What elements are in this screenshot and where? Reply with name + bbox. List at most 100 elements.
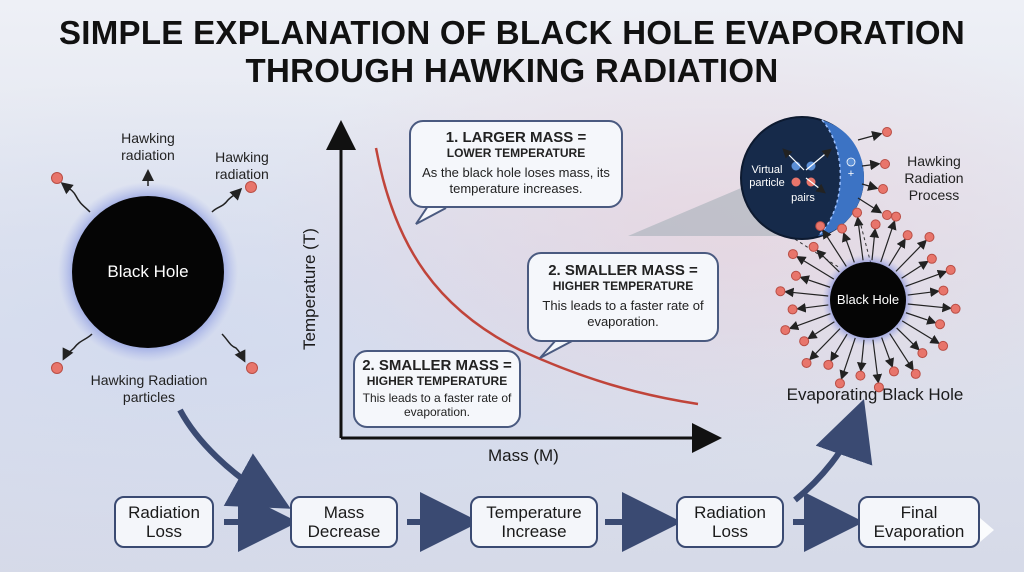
particle (823, 359, 834, 370)
callout-1-tail (415, 205, 447, 225)
callout-heading: 2. SMALLER MASS = (362, 357, 512, 374)
inset-virtual-label: Virtual particle (744, 164, 790, 190)
inset-pairs-label: pairs (791, 192, 815, 204)
title-line-2: THROUGH HAWKING RADIATION (245, 52, 779, 89)
evaporation-ray (880, 220, 897, 263)
particle (787, 304, 798, 315)
evaporation-ray (830, 333, 848, 362)
evaporation-ray (905, 312, 937, 325)
evaporation-ray (901, 320, 941, 345)
particle (787, 249, 798, 260)
emission-arrow (62, 333, 93, 361)
particle (837, 223, 848, 234)
callout-subheading: HIGHER TEMPERATURE (552, 279, 694, 293)
flow-step-label: Final Evaporation (873, 503, 965, 541)
particle (790, 270, 801, 281)
sparkle-icon (980, 518, 994, 542)
particle (878, 184, 888, 194)
callout-subheading: HIGHER TEMPERATURE (366, 374, 508, 388)
particle (852, 207, 863, 218)
callout-body: As the black hole loses mass, its temper… (422, 165, 610, 196)
flow-step-label: Temperature Increase (486, 503, 582, 541)
particle (938, 340, 949, 351)
evaporation-ray (872, 339, 883, 384)
emission-arrow (861, 180, 879, 191)
emission-arrow (211, 187, 243, 213)
left-black-hole-label: Black Hole (107, 262, 189, 281)
pair-arrow (805, 177, 826, 194)
evaporation-ray (869, 227, 880, 261)
callout-heading: 1. LARGER MASS = (445, 129, 587, 146)
particle (780, 325, 791, 336)
evaporation-ray (905, 269, 948, 287)
particle (51, 362, 63, 374)
evaporation-ray (888, 238, 906, 267)
evaporation-ray (907, 302, 952, 313)
emission-arrow (861, 159, 881, 171)
evaporation-ray (881, 337, 894, 369)
pair-arrow (805, 148, 832, 171)
virtual-particle (791, 161, 801, 171)
particle (882, 127, 892, 137)
evaporation-ray (799, 275, 831, 288)
particle (775, 286, 786, 297)
evaporation-ray (822, 229, 847, 267)
callout-smaller-mass-2: 2. SMALLER MASS = HIGHER TEMPERATURE Thi… (353, 350, 521, 428)
emission-arrow (857, 131, 883, 142)
emission-arrow (221, 333, 246, 363)
inset-horizon-line (817, 119, 841, 237)
virtual-particle (791, 177, 801, 187)
particle (808, 241, 819, 252)
particle (924, 232, 935, 243)
particle (891, 211, 902, 222)
particle (910, 368, 921, 379)
particle (834, 378, 845, 389)
temperature-mass-curve (374, 147, 699, 406)
flow-step-mass-decrease: Mass Decrease (290, 496, 398, 548)
evaporation-ray (796, 303, 829, 313)
evaporation-ray (795, 255, 835, 280)
evaporation-ray (907, 287, 940, 297)
inset-virtual-line-2: particle (749, 177, 785, 189)
flow-step-label: Radiation Loss (128, 503, 200, 541)
particle (51, 172, 63, 184)
emission-arrow (60, 182, 91, 213)
particle (873, 382, 884, 393)
evaporation-ray (809, 328, 841, 361)
x-axis-label: Mass (M) (488, 446, 559, 465)
particle (888, 366, 899, 377)
particle (815, 221, 826, 232)
flow-step-label: Mass Decrease (307, 503, 381, 541)
evap-black-hole-label: Black Hole (836, 292, 900, 307)
evaporation-ray (842, 231, 855, 263)
flow-step-radiation-loss-2: Radiation Loss (676, 496, 784, 548)
evaporation-rays (775, 207, 961, 393)
callout-body: This leads to a faster rate of evaporati… (542, 298, 704, 329)
particle (935, 319, 946, 330)
zoom-guide (789, 235, 841, 269)
flow-step-final-evaporation: Final Evaporation (858, 496, 980, 548)
particle (882, 210, 892, 220)
left-black-hole (72, 196, 224, 348)
evaporation-ray (889, 333, 914, 371)
evaporation-ray (839, 337, 856, 380)
evaporation-ray (816, 249, 840, 273)
particle (801, 357, 812, 368)
callout-2-tail (539, 339, 575, 359)
particle (945, 264, 956, 275)
evaporation-ray (901, 260, 929, 279)
emission-arrow (857, 197, 883, 214)
inset-plus-sign: + (847, 168, 855, 180)
particle (246, 362, 258, 374)
pair-arrow (782, 148, 805, 171)
particle (880, 159, 890, 169)
page-title: SIMPLE EXPLANATION OF BLACK HOLE EVAPORA… (0, 14, 1024, 90)
particles-label: Hawking Radiation particles (90, 372, 208, 405)
callout-subheading: LOWER TEMPERATURE (446, 146, 586, 160)
title-line-1: SIMPLE EXPLANATION OF BLACK HOLE EVAPORA… (58, 14, 966, 51)
evaporation-ray (856, 339, 867, 373)
flow-step-temperature-increase: Temperature Increase (470, 496, 598, 548)
callout-heading: 2. SMALLER MASS = (548, 262, 698, 279)
evaporation-ray (807, 321, 835, 340)
hawking-radiation-label-top: Hawking radiation (121, 130, 175, 163)
